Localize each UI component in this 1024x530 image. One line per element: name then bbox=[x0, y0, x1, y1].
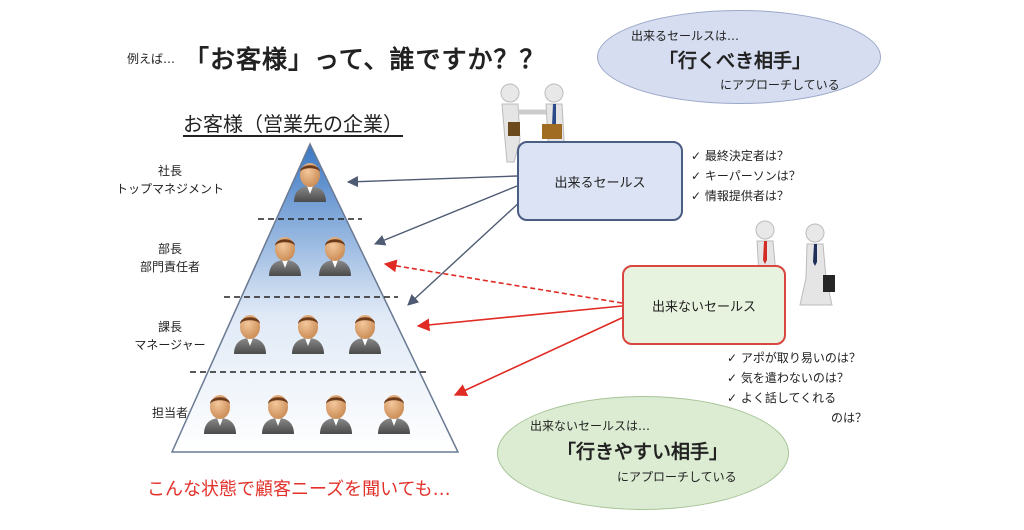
check-icon: ✓ bbox=[691, 169, 705, 183]
main-question: 「お客様」って、誰ですか？？ bbox=[184, 45, 546, 74]
level-label-line2: トップマネジメント bbox=[115, 182, 224, 196]
capable-bubble-line2: 「行くべき相手」 bbox=[659, 50, 812, 72]
level-label-line1: 社長 bbox=[157, 164, 182, 178]
incapable-sales-box: 出来ないセールス bbox=[622, 265, 786, 345]
incapable-bubble-line3: にアプローチしている bbox=[617, 470, 737, 484]
capable-speech-bubble bbox=[597, 10, 881, 104]
level-label-line1: 課長 bbox=[157, 320, 182, 334]
level-label-president: 社長 トップマネジメント bbox=[105, 162, 235, 198]
example-prefix: 例えば… bbox=[127, 52, 176, 66]
incapable-arrow-top bbox=[383, 259, 623, 304]
level-label-director: 部長 部門責任者 bbox=[105, 240, 235, 276]
incapable-bubble-line2: 「行きやすい相手」 bbox=[557, 441, 729, 463]
incapable-checklist: ✓ アポが取り易いのは？ ✓ 気を遣わないのは？ ✓ よく話してくれる のは？ bbox=[727, 348, 867, 428]
check-item: ✓ よく話してくれる bbox=[727, 391, 837, 405]
incapable-speech-bubble bbox=[497, 396, 789, 510]
check-icon: ✓ bbox=[727, 371, 741, 385]
level-label-line2: 部門責任者 bbox=[139, 260, 200, 274]
check-item: ✓ 情報提供者は？ bbox=[691, 189, 789, 203]
check-item: ✓ キーパーソンは？ bbox=[691, 169, 801, 183]
level-label-line1: 担当者 bbox=[151, 406, 188, 420]
capable-sales-box: 出来るセールス bbox=[517, 141, 683, 221]
handshake-figures bbox=[500, 83, 565, 163]
incapable-bubble-line1: 出来ないセールスは… bbox=[530, 419, 651, 433]
capable-bubble-line1: 出来るセールスは… bbox=[631, 29, 740, 43]
level-label-manager: 課長 マネージャー bbox=[105, 318, 235, 354]
check-item-continuation: のは？ bbox=[831, 411, 868, 425]
level-label-staff: 担当者 bbox=[105, 404, 235, 422]
bottom-caption: こんな状態で顧客ニーズを聞いても… bbox=[147, 479, 451, 500]
check-item: ✓ 最終決定者は？ bbox=[691, 149, 789, 163]
incapable-arrow-low bbox=[453, 315, 627, 396]
check-item: ✓ アポが取り易いのは？ bbox=[727, 351, 861, 365]
capable-checklist: ✓ 最終決定者は？ ✓ キーパーソンは？ ✓ 情報提供者は？ bbox=[691, 146, 801, 206]
incapable-arrow-mid bbox=[416, 305, 623, 332]
level-label-line2: マネージャー bbox=[134, 338, 206, 352]
level-label-line1: 部長 bbox=[157, 242, 182, 256]
check-icon: ✓ bbox=[727, 351, 741, 365]
capable-sales-label: 出来るセールス bbox=[554, 175, 646, 191]
capable-bubble-line3: にアプローチしている bbox=[720, 78, 840, 92]
customer-pyramid bbox=[170, 142, 460, 453]
incapable-sales-label: 出来ないセールス bbox=[651, 299, 756, 315]
capable-arrow-mid bbox=[373, 185, 518, 246]
check-icon: ✓ bbox=[691, 149, 705, 163]
capable-arrow-top bbox=[346, 175, 518, 188]
pyramid-title: お客様（営業先の企業） bbox=[183, 112, 403, 136]
check-icon: ✓ bbox=[727, 391, 741, 405]
capable-arrow-low bbox=[407, 199, 523, 306]
check-item: ✓ 気を遣わないのは？ bbox=[727, 371, 849, 385]
check-icon: ✓ bbox=[691, 189, 705, 203]
